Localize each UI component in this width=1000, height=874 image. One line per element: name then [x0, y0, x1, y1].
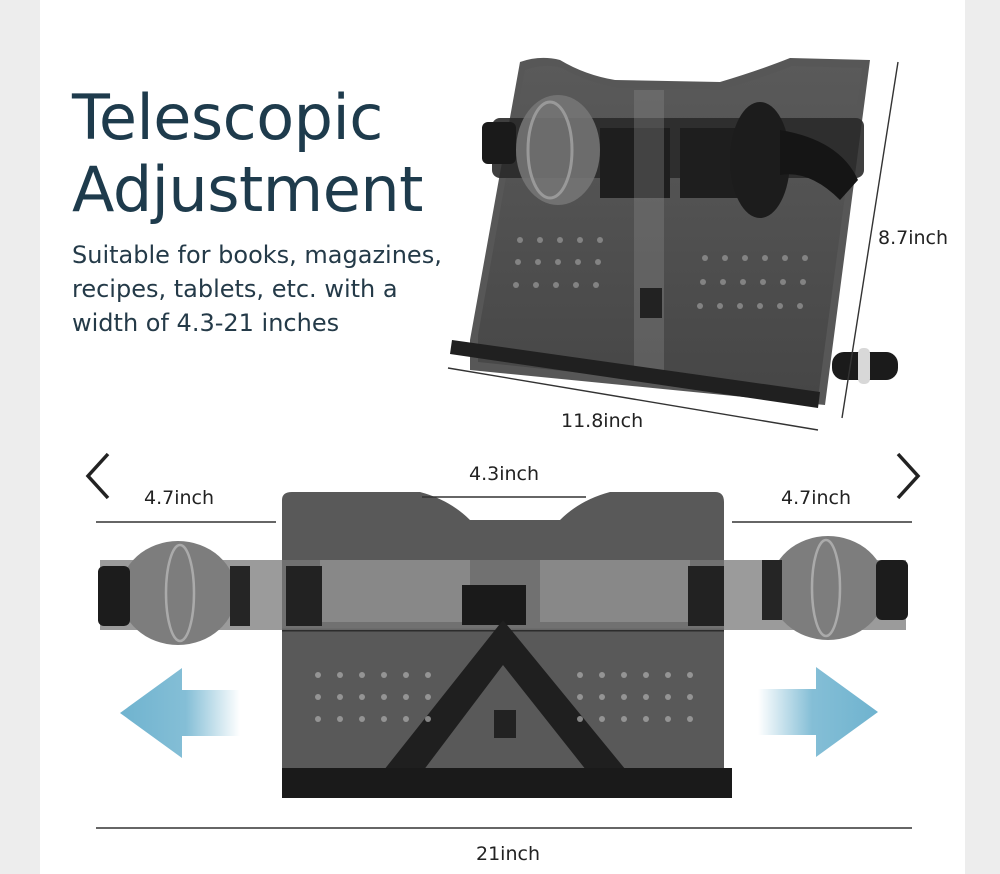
dim-left-ext-label: 4.7inch [144, 487, 215, 509]
dim-depth-label: 11.8inch [561, 410, 644, 432]
dimension-lines-bottom [96, 496, 912, 829]
arrow-right-icon [758, 667, 878, 757]
stand-top-view [450, 57, 898, 408]
dim-center-label: 4.3inch [469, 463, 540, 485]
chevron-right-icon [896, 452, 921, 500]
headline-line2: Adjustment [72, 153, 423, 226]
arrow-left-icon [120, 668, 240, 758]
next-button[interactable] [886, 448, 926, 504]
headline-line1: Telescopic [72, 81, 383, 154]
dim-height-label: 8.7inch [878, 227, 949, 249]
description-line3: width of 4.3-21 inches [72, 309, 340, 337]
description-line2: recipes, tablets, etc. with a [72, 275, 398, 303]
headline: Telescopic Adjustment [72, 82, 423, 226]
dimension-lines-top [447, 61, 899, 431]
stand-front-view [98, 492, 908, 798]
dim-total-label: 21inch [476, 843, 540, 865]
dim-right-ext-label: 4.7inch [781, 487, 852, 509]
prev-button[interactable] [80, 448, 120, 504]
chevron-left-icon [85, 452, 110, 500]
description: Suitable for books, magazines, recipes, … [72, 238, 492, 340]
description-line1: Suitable for books, magazines, [72, 241, 442, 269]
